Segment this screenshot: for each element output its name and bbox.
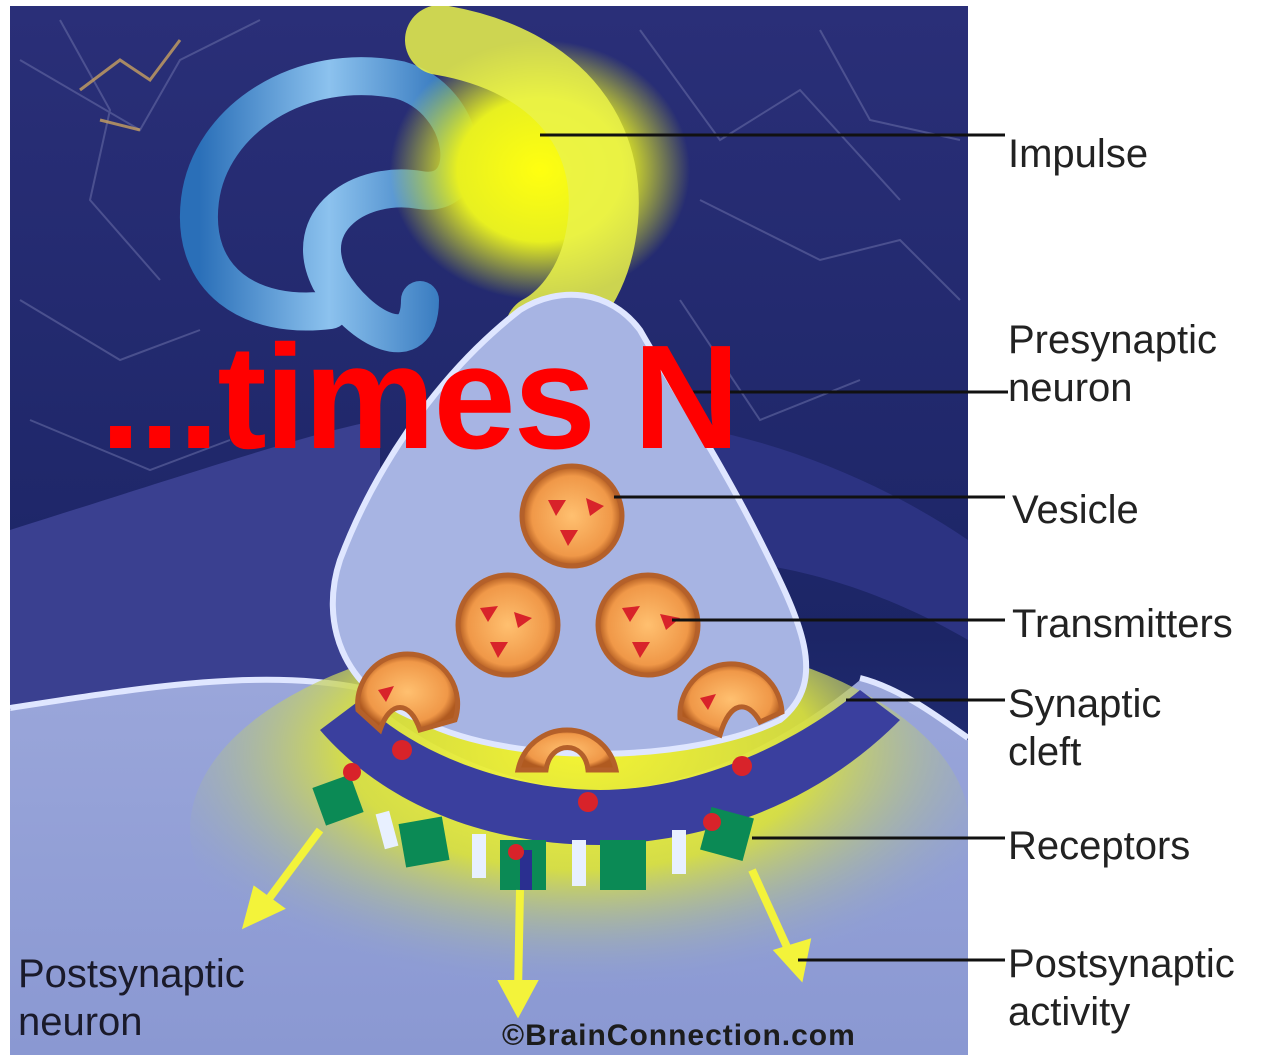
transmitter <box>578 792 598 812</box>
transmitter <box>508 844 524 860</box>
label-presynaptic-neuron: Presynaptic neuron <box>1008 316 1217 412</box>
label-transmitters: Transmitters <box>1012 600 1233 648</box>
copyright-text: ©BrainConnection.com <box>502 1018 856 1054</box>
label-synaptic-cleft: Synaptic cleft <box>1008 680 1161 776</box>
label-impulse: Impulse <box>1008 130 1148 178</box>
vesicle <box>598 575 698 675</box>
label-vesicle: Vesicle <box>1012 486 1139 534</box>
overlay-caption: ...times N <box>100 318 738 478</box>
vesicle <box>458 575 558 675</box>
vesicle <box>522 466 622 566</box>
transmitter <box>392 740 412 760</box>
receptor <box>600 840 646 890</box>
label-postsynaptic-activity: Postsynaptic activity <box>1008 940 1235 1036</box>
transmitter <box>343 763 361 781</box>
transmitter <box>703 813 721 831</box>
label-postsynaptic-neuron: Postsynaptic neuron <box>18 950 245 1046</box>
label-receptors: Receptors <box>1008 822 1190 870</box>
receptor <box>399 817 450 868</box>
transmitter <box>732 756 752 776</box>
